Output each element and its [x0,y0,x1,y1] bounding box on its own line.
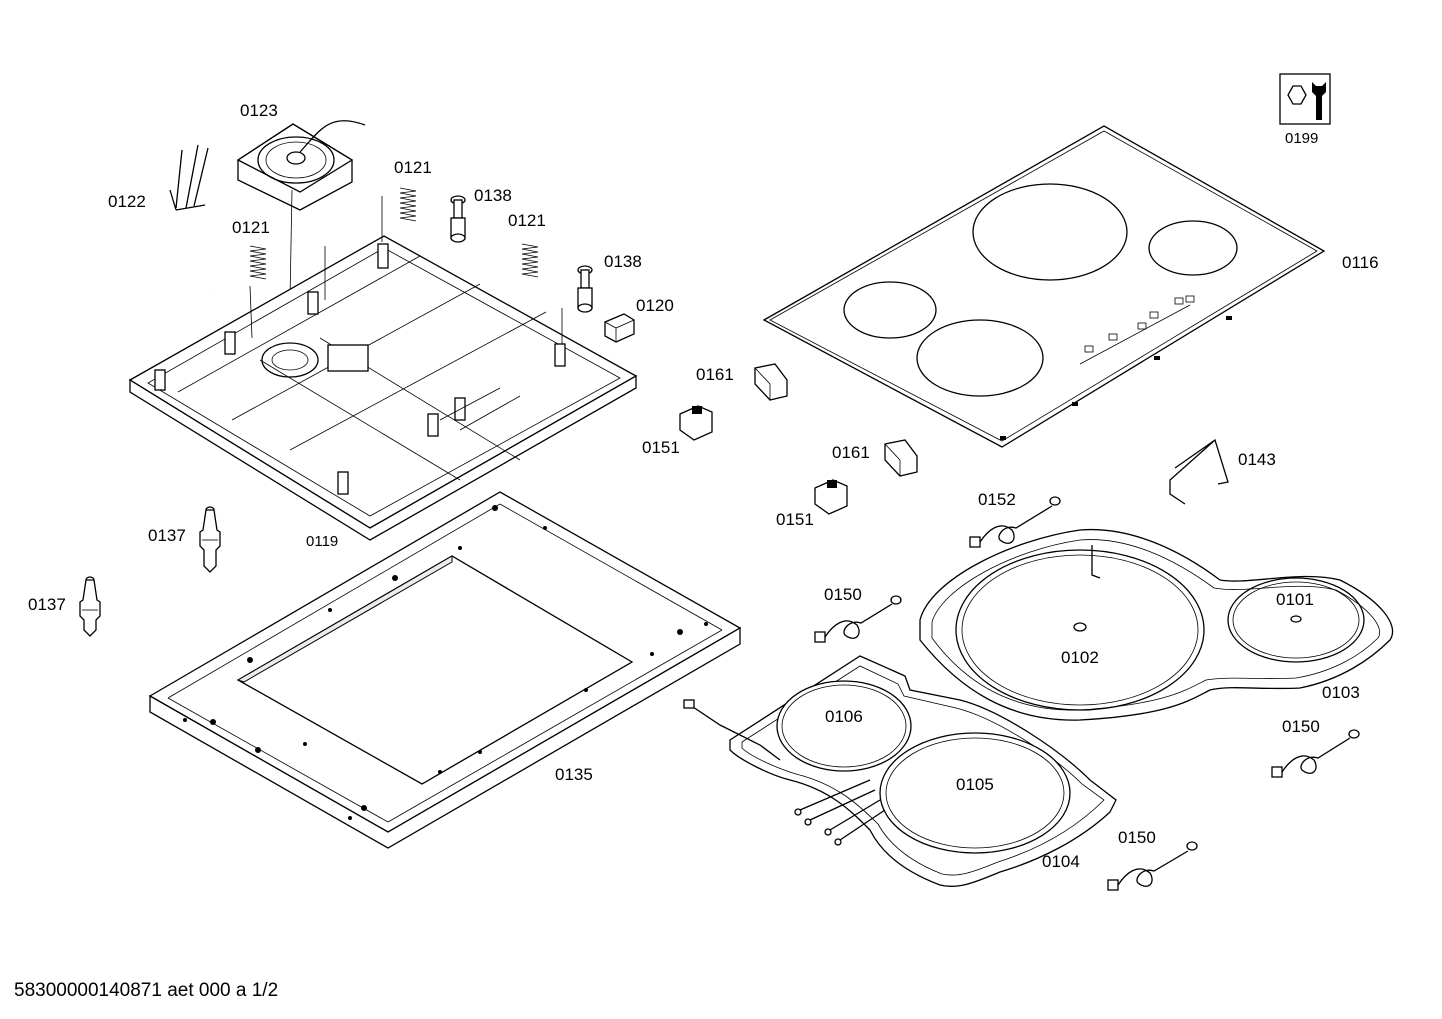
induction-coil-carrier-rear [919,528,1394,721]
label-0199: 0199 [1285,130,1318,147]
label-0143: 0143 [1238,450,1276,469]
induction-coil-carrier-front [683,655,1117,887]
retaining-clips [79,506,221,637]
temperature-sensors [814,496,1360,891]
label-0138-b: 0138 [604,252,642,271]
bottom-housing [128,196,638,541]
fan-motor [236,120,366,301]
label-0121-b: 0121 [394,158,432,177]
label-0121-c: 0121 [508,211,546,230]
power-cable [101,144,230,318]
label-0135: 0135 [555,765,593,784]
document-reference: 58300000140871 aet 000 a 1/2 [14,980,279,1001]
glass-cooktop [762,125,1326,448]
label-0116: 0116 [1342,253,1379,272]
label-0123: 0123 [240,101,278,120]
label-0150-b: 0150 [1282,717,1320,736]
wire-bracket [1169,438,1229,505]
label-0120: 0120 [636,296,674,315]
label-0103: 0103 [1322,683,1360,702]
label-0151-b: 0151 [776,510,814,529]
part-number-labels: 0123 0122 0121 0121 0121 0138 0138 0120 … [28,101,1379,871]
label-0150-c: 0150 [1118,828,1156,847]
label-0150-a: 0150 [824,585,862,604]
springs [249,187,539,280]
label-0151-a: 0151 [642,438,680,457]
feet [450,195,593,313]
brackets [754,363,918,477]
clip [604,313,635,343]
label-0119: 0119 [306,533,338,550]
label-0104: 0104 [1042,852,1080,871]
label-0152: 0152 [978,490,1016,509]
clamps [679,405,848,515]
label-0138-a: 0138 [474,186,512,205]
label-0161-b: 0161 [832,443,870,462]
nut-and-wrench-icon [1279,73,1331,125]
label-0122: 0122 [108,192,146,211]
mounting-frame [148,491,742,849]
label-0105: 0105 [956,775,994,794]
label-0102: 0102 [1061,648,1099,667]
label-0121-a: 0121 [232,218,270,237]
label-0106: 0106 [825,707,863,726]
label-0137-b: 0137 [28,595,66,614]
label-0137-a: 0137 [148,526,186,545]
label-0101: 0101 [1276,590,1314,609]
label-0161-a: 0161 [696,365,734,384]
